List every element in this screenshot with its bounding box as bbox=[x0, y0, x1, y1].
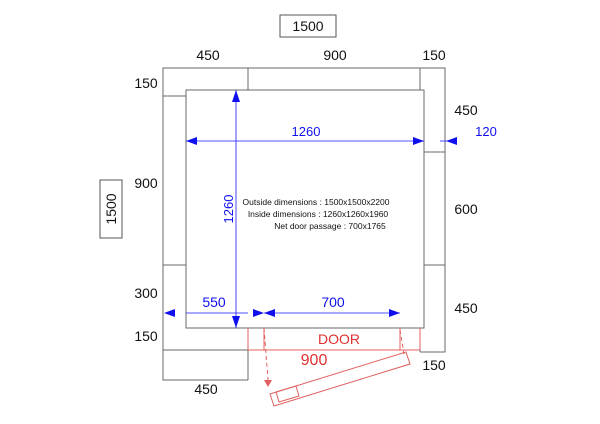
top-panel-label: 450 bbox=[196, 47, 220, 63]
overall-depth-label: 1500 bbox=[103, 193, 119, 224]
left-panel-label: 900 bbox=[134, 175, 158, 191]
dimension-lines bbox=[186, 90, 450, 328]
inner-wall bbox=[185, 89, 425, 329]
spec-inside: Inside dimensions : 1260x1260x1960 bbox=[248, 209, 389, 219]
arrow-door-offset-right bbox=[253, 309, 264, 317]
right-panel-label: 600 bbox=[454, 201, 478, 217]
overall-width-box bbox=[279, 14, 337, 38]
inner-depth-label: 1260 bbox=[221, 195, 236, 224]
left-panel-label: 150 bbox=[134, 75, 158, 91]
arrow-inner-depth-top bbox=[232, 90, 240, 102]
bottom-panel-label: 450 bbox=[194, 381, 218, 397]
arrow-inner-width-right bbox=[413, 137, 424, 145]
outer-wall bbox=[162, 67, 446, 381]
arrow-door-passage-left bbox=[264, 309, 275, 317]
arrow-wall-thickness bbox=[446, 137, 457, 145]
door-passage-label: 700 bbox=[321, 294, 345, 310]
arrow-door-offset-left bbox=[164, 309, 175, 317]
spec-outside: Outside dimensions : 1500x1500x2200 bbox=[243, 197, 390, 207]
right-panel-label: 150 bbox=[422, 357, 446, 373]
arrow-inner-width-left bbox=[186, 137, 197, 145]
top-panel-label: 900 bbox=[323, 47, 347, 63]
left-panel-label: 150 bbox=[134, 328, 158, 344]
dimension-arrows bbox=[164, 90, 457, 328]
inner-width-label: 1260 bbox=[292, 124, 321, 139]
door-leaf bbox=[263, 327, 411, 407]
right-panel-label: 450 bbox=[454, 102, 478, 118]
left-panel-label: 300 bbox=[134, 285, 158, 301]
arrow-inner-depth-bottom bbox=[232, 316, 240, 328]
door-offset-label: 550 bbox=[202, 294, 226, 310]
door-label: DOOR bbox=[318, 331, 360, 347]
wall-thickness-label: 120 bbox=[475, 124, 497, 139]
overall-depth-box bbox=[99, 179, 123, 239]
right-panel-label: 450 bbox=[454, 300, 478, 316]
spec-passage: Net door passage : 700x1765 bbox=[274, 221, 386, 231]
door-leaf-label: 900 bbox=[301, 352, 328, 369]
arrow-door-passage-right bbox=[389, 309, 400, 317]
overall-width-label: 1500 bbox=[292, 18, 323, 34]
top-panel-label: 150 bbox=[422, 47, 446, 63]
